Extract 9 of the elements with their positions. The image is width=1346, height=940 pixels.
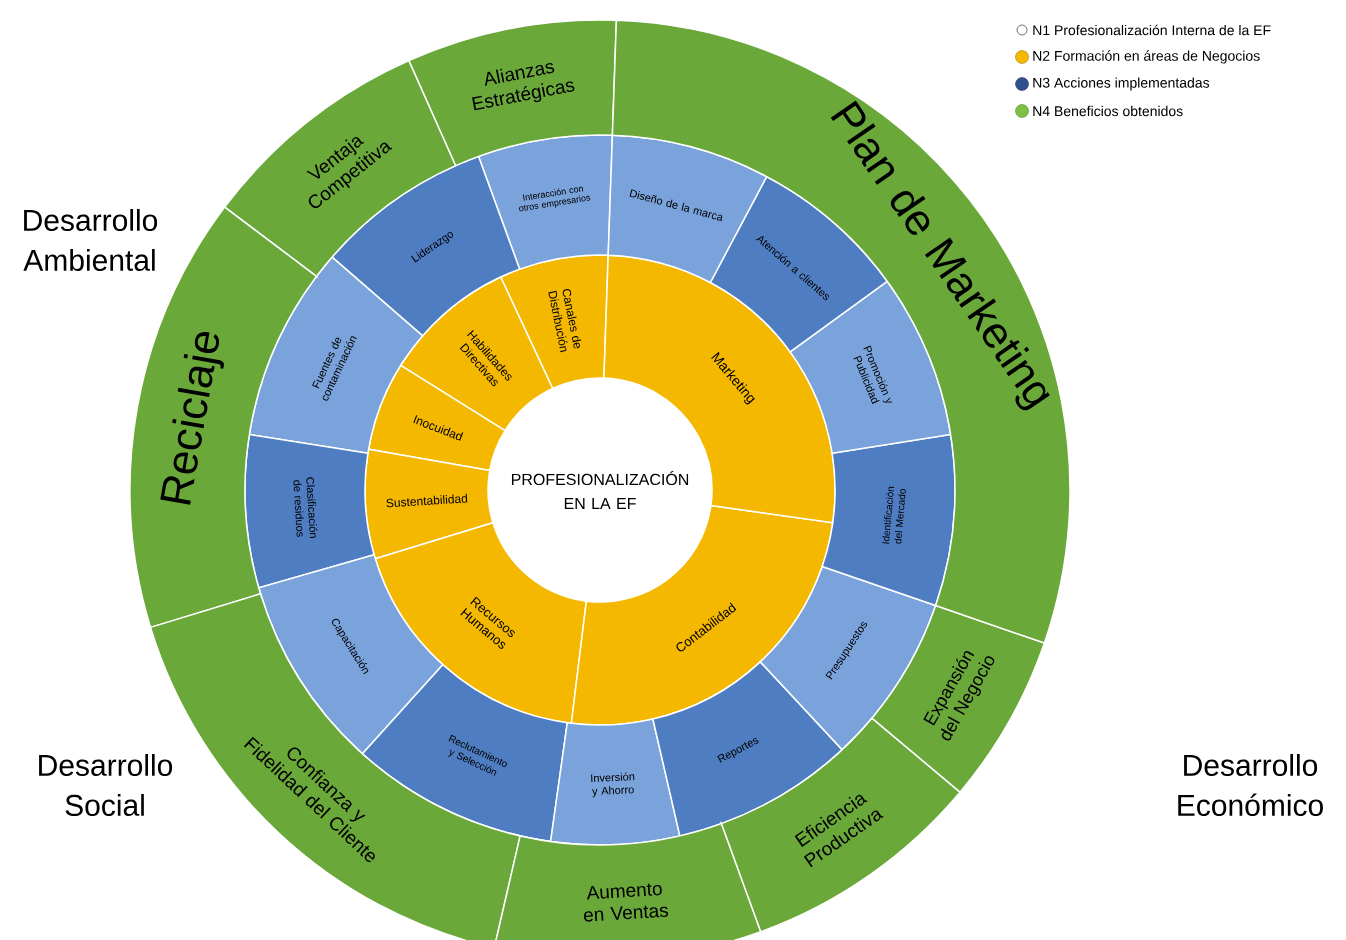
ring-segment: Aumento en Ventas <box>493 822 762 940</box>
node-label: Aumento en Ventas <box>584 883 669 922</box>
ring-segment: Inversión y Ahorro <box>549 718 681 846</box>
ring-segment: Clasificación de residuos <box>244 433 375 589</box>
ring-segment: Sustentabilidad <box>364 448 494 560</box>
ring-segment: Alianzas Estratégicas <box>408 19 618 167</box>
ring-segment: Identificación del Mercado <box>821 433 956 607</box>
ring-segment: Interacción con otros empresarios <box>477 134 614 270</box>
region-label: Desarrollo Económico <box>1178 754 1323 816</box>
